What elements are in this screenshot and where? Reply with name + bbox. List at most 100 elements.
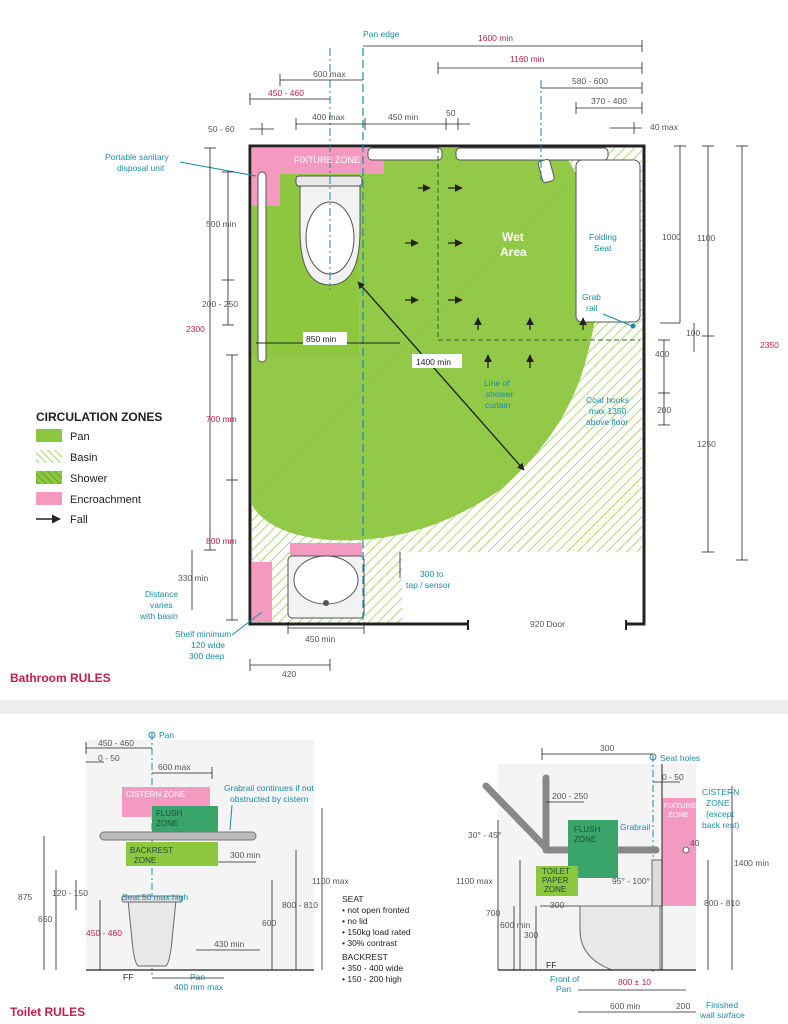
legend-swatch-basin	[36, 450, 62, 463]
distance-label-1: Distance	[145, 589, 178, 599]
front-of-pan-1: Front of	[550, 974, 580, 984]
fixture-zone-label-2: ZONE	[668, 810, 689, 819]
bathroom-rules-title: Bathroom RULES	[10, 671, 111, 685]
grabrail-note-1: Grabrail continues if not	[224, 783, 314, 793]
portable-unit-label-2: disposal unit	[117, 163, 165, 173]
dim-580-600: 580 - 600	[572, 76, 608, 86]
tr-dim-800pm10: 800 ± 10	[618, 977, 651, 987]
legend-swatch-shower	[36, 471, 62, 484]
seat-note-1: • no lid	[342, 916, 368, 926]
cistern-label-3: (except	[706, 809, 735, 819]
tl-dim-800-810: 800 - 810	[282, 900, 318, 910]
dim-1160: 1160 min	[510, 54, 545, 64]
tap-label-2: tap / sensor	[406, 580, 451, 590]
dim-450: 450 min	[388, 112, 419, 122]
tr-dim-1400min: 1400 min	[734, 858, 769, 868]
tr-dim-600min-b: 600 min	[610, 1001, 641, 1011]
tl-dim-430: 430 min	[214, 939, 245, 949]
tp-label-3: ZONE	[544, 885, 566, 894]
backrest-label-2: ZONE	[134, 856, 156, 865]
legend: CIRCULATION ZONES Pan Basin Shower Encro…	[36, 410, 162, 526]
toilet-rules-title: Toilet RULES	[10, 1005, 85, 1019]
folding-seat	[575, 159, 641, 323]
seat-50-label: Seat 50 max high	[122, 892, 188, 902]
legend-item-encroachment: Encroachment	[70, 494, 141, 506]
toilet-front-view: Pan CISTERN ZONE FLUSH ZONE BACKREST ZON…	[18, 730, 349, 992]
tp-label-1: TOILET	[542, 867, 570, 876]
cistern	[295, 175, 363, 187]
legend-item-pan: Pan	[70, 431, 90, 443]
bathroom-plan: 1400 min 850 min FIXTURE ZONE Wet Area F…	[10, 29, 779, 685]
front-of-pan-2: Pan	[556, 984, 571, 994]
tr-dim-1100max: 1100 max	[456, 876, 493, 886]
dim-500: 500 min	[206, 219, 237, 229]
seat-note-3: • 30% contrast	[342, 938, 398, 948]
shelf-label-3: 300 deep	[189, 651, 225, 661]
dim-1600: 1600 min	[478, 33, 513, 43]
legend-title: CIRCULATION ZONES	[36, 410, 162, 424]
grab-rail-label-1: Grab	[582, 292, 601, 302]
dim-2300: 2300	[186, 324, 205, 334]
cistern-zone-label: CISTERN ZONE	[126, 790, 186, 799]
dim-200: 200	[657, 405, 671, 415]
dim-50: 50	[446, 108, 456, 118]
fixture-zone	[280, 148, 384, 174]
seat-note-2: • 150kg load rated	[342, 927, 411, 937]
fixture-zone-label: FIXTURE ZONE	[294, 155, 360, 165]
grab-rail	[99, 831, 257, 841]
tl-dim-0-50: 0 - 50	[98, 753, 120, 763]
seat-holes-label: Seat holes	[660, 753, 700, 763]
dim-1400: 1400 min	[416, 357, 451, 367]
shower-head	[537, 158, 555, 183]
tl-dim-875: 875	[18, 892, 32, 902]
tl-ff: FF	[123, 972, 133, 982]
legend-swatch-pan	[36, 429, 62, 442]
grab-rail-label-2: rail	[586, 303, 597, 313]
shelf-label-2: 120 wide	[191, 640, 225, 650]
room-walls	[248, 144, 646, 626]
wet-area-circle	[252, 148, 600, 541]
grab-rail-top	[367, 147, 443, 161]
tr-dim-300b: 300	[550, 900, 564, 910]
tl-dim-1100max: 1100 max	[312, 876, 349, 886]
tr-dim-800-810: 800 - 810	[704, 898, 740, 908]
backrest-zone	[126, 842, 218, 866]
distance-label-2: varies	[150, 600, 173, 610]
tl-dim-450-460: 450 - 460	[98, 738, 134, 748]
dim-1100: 1100	[697, 233, 716, 243]
door-label: 920 Door	[530, 619, 565, 629]
toilet-paper-zone	[536, 866, 578, 896]
tp-label-2: PAPER	[542, 876, 569, 885]
portable-unit-label-1: Portable sanitary	[105, 152, 170, 162]
fixture-cistern-zone	[662, 798, 696, 906]
tl-dim-460-450: 450 - 460	[86, 928, 122, 938]
flush-zone-right-1: FLUSH	[574, 825, 600, 834]
flush-zone-label-2: ZONE	[156, 819, 178, 828]
grab-rail-shower	[455, 147, 609, 161]
dim-1250: 1250	[697, 439, 716, 449]
folding-seat-label-1: Folding	[589, 232, 617, 242]
seat-heading: SEAT	[342, 894, 364, 904]
tl-dim-600: 600	[262, 918, 276, 928]
dim-600max: 600 max	[313, 69, 346, 79]
tl-dim-300min: 300 min	[230, 850, 261, 860]
flush-zone	[152, 806, 218, 836]
dim-800: 800 mm	[206, 536, 237, 546]
tr-dim-300c: 300	[524, 930, 538, 940]
pan-label-bottom: Pan	[190, 972, 205, 982]
shower-curtain-label-2: shower	[486, 389, 514, 399]
tr-angle: 30° - 45°	[468, 830, 501, 840]
flush-zone-right-2: ZONE	[574, 835, 596, 844]
tr-angle2: 95° - 100°	[612, 876, 650, 886]
shower-curtain-line	[437, 148, 640, 341]
fixture-zone-label-1: FIXTURE	[664, 801, 696, 810]
cistern-label-2: ZONE	[706, 798, 730, 808]
backrest-heading: BACKREST	[342, 952, 388, 962]
pan-edge-label: Pan edge	[363, 29, 400, 39]
grabrail-label-right: Grabrail	[620, 822, 650, 832]
dim-450b: 450 min	[305, 634, 336, 644]
distance-label-3: with basin	[139, 611, 178, 621]
dim-2350: 2350	[760, 340, 779, 350]
dim-400: 400	[655, 349, 669, 359]
